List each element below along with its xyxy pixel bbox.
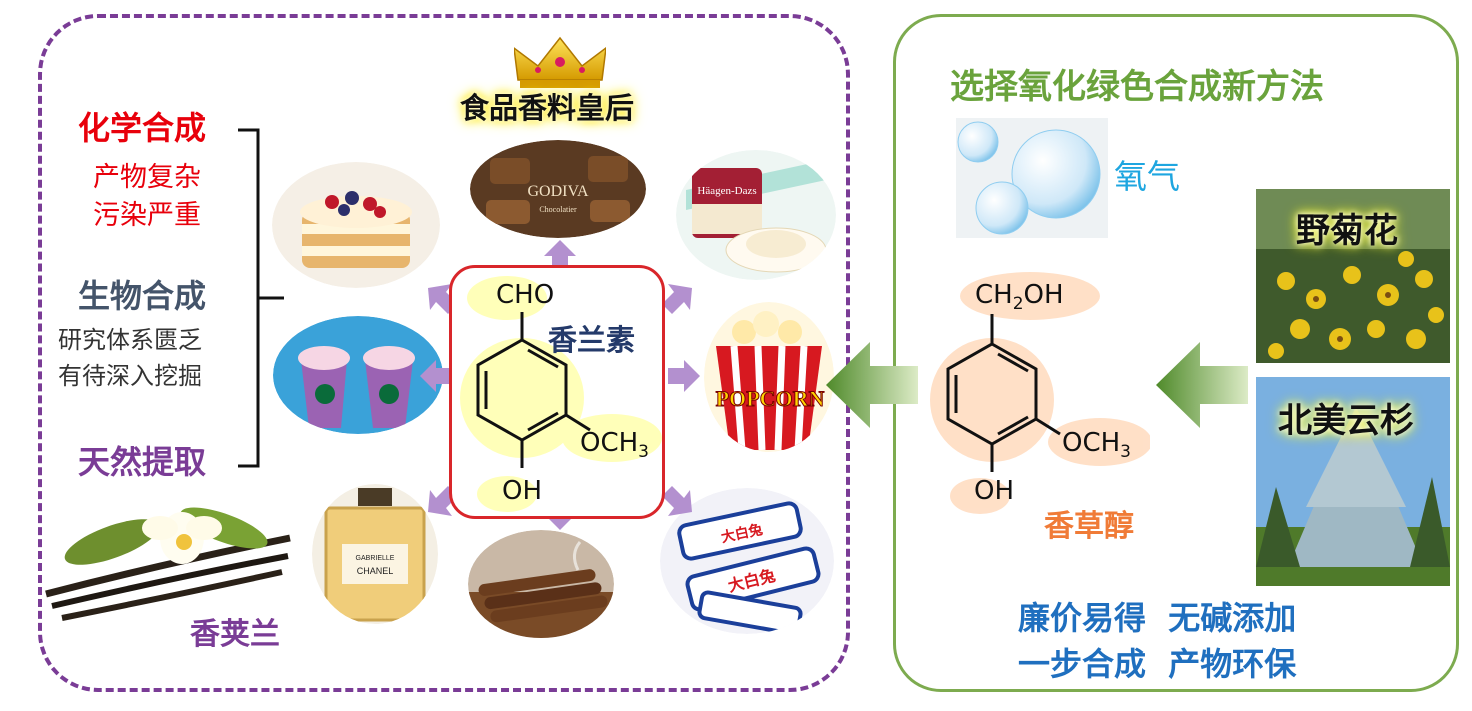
cigar-image [468, 530, 614, 638]
vanillin-hydroxyl-group: OH [502, 476, 543, 506]
oxygen-bubbles-image [956, 118, 1108, 238]
perfume-image: GABRIELLE CHANEL [312, 484, 438, 624]
chemical-synthesis-line1: 产物复杂 [93, 162, 201, 193]
vanillin-aldehyde-group: CHO [496, 280, 555, 310]
vanillyl-hydroxyl-group: OH [974, 476, 1015, 506]
oxygen-label: 氧气 [1114, 157, 1180, 196]
bio-synthesis-line1: 研究体系匮乏 [58, 326, 202, 354]
vanillyl-methoxy-group: OCH3 [1062, 428, 1131, 463]
benefits-line2: 一步合成 产物环保 [1018, 645, 1297, 683]
icecream-image: Häagen-Dazs [676, 150, 836, 280]
crown-icon [514, 36, 606, 88]
vanilla-label: 香荚兰 [190, 617, 280, 652]
left-panel-frame [38, 14, 850, 692]
perfume-label-line1: GABRIELLE [356, 555, 395, 562]
plant2-label: 北美云杉 [1278, 401, 1414, 441]
cake-image [272, 162, 440, 288]
popcorn-image: POPCORN [704, 302, 834, 452]
blue-spruce-photo: 北美云杉 [1256, 377, 1450, 586]
vanillin-methoxy-group: OCH3 [580, 428, 649, 463]
vanilla-image [45, 507, 291, 621]
bio-synthesis-line2: 有待深入挖掘 [58, 362, 202, 390]
vanillin-name: 香兰素 [548, 323, 636, 357]
natural-extraction-title: 天然提取 [78, 443, 207, 481]
chemical-synthesis-line2: 污染严重 [93, 200, 201, 231]
chemical-synthesis-title: 化学合成 [78, 109, 207, 147]
popcorn-brand-text: POPCORN [716, 386, 825, 411]
chrysanthemum-photo: 野菊花 [1256, 189, 1450, 363]
bracket-connector [238, 128, 284, 468]
vanillin-structure [460, 276, 662, 512]
icecream-brand-text: Häagen-Dazs [697, 185, 756, 197]
vanillyl-alcohol-structure [930, 272, 1150, 514]
green-arrow-left-1 [826, 342, 918, 428]
right-panel-title: 选择氧化绿色合成新方法 [950, 67, 1324, 107]
chocolate-brand-text: GODIVA [527, 183, 588, 200]
frappuccino-image [273, 316, 443, 434]
perfume-label-line2: CHANEL [357, 566, 394, 576]
vanillin-structure-box: CHO 香兰素 OCH3 OH [449, 265, 665, 519]
benefits-line1: 廉价易得 无碱添加 [1018, 599, 1297, 637]
plant1-label: 野菊花 [1296, 211, 1398, 251]
right-panel-frame [893, 14, 1459, 692]
chocolate-image: GODIVA Chocolatier [470, 140, 646, 238]
chocolate-brand-subtext: Chocolatier [539, 205, 577, 214]
candy-image: 大白兔 大白兔 [660, 488, 834, 634]
bio-synthesis-title: 生物合成 [78, 277, 207, 315]
vanillyl-alcohol-group: CH2OH [975, 280, 1064, 315]
vanillyl-alcohol-name: 香草醇 [1044, 509, 1134, 544]
green-arrow-left-2 [1156, 342, 1248, 428]
crown-label: 食品香料皇后 [460, 91, 635, 125]
